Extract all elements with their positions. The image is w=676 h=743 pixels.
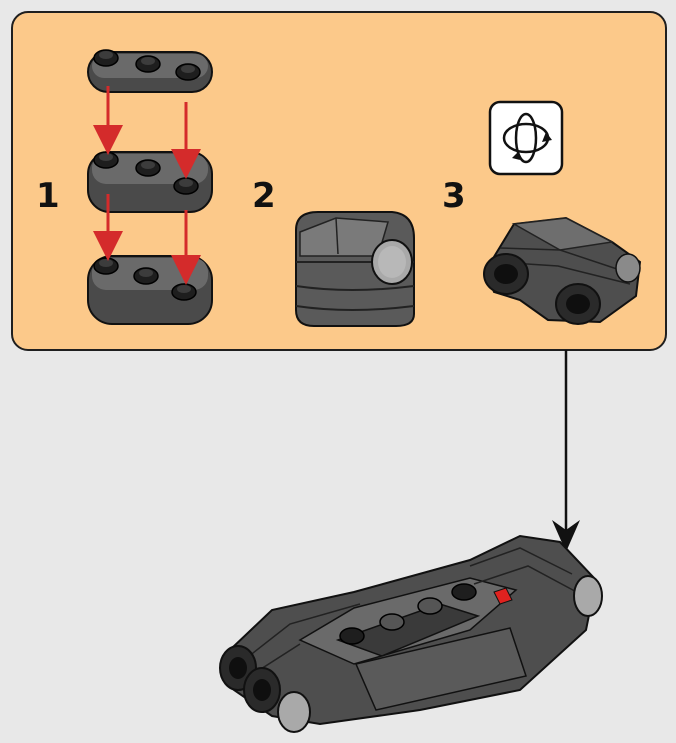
step3-rotated-subassembly: [483, 216, 642, 325]
step1-plate-bottom: [87, 255, 213, 325]
step2-stacked-plates: [295, 211, 415, 327]
step-number-2: 2: [252, 176, 276, 216]
rotate-model-icon: [488, 100, 564, 176]
step-number-3: 3: [442, 176, 466, 216]
new-part-highlight: [493, 587, 513, 605]
main-model: [219, 534, 603, 733]
down-arrow-icon: [552, 520, 580, 552]
step-number-1: 1: [36, 176, 60, 216]
assembly-arrow: [552, 350, 580, 552]
step1-red-arrows: [93, 86, 201, 285]
step1-plate-top: [87, 49, 213, 93]
